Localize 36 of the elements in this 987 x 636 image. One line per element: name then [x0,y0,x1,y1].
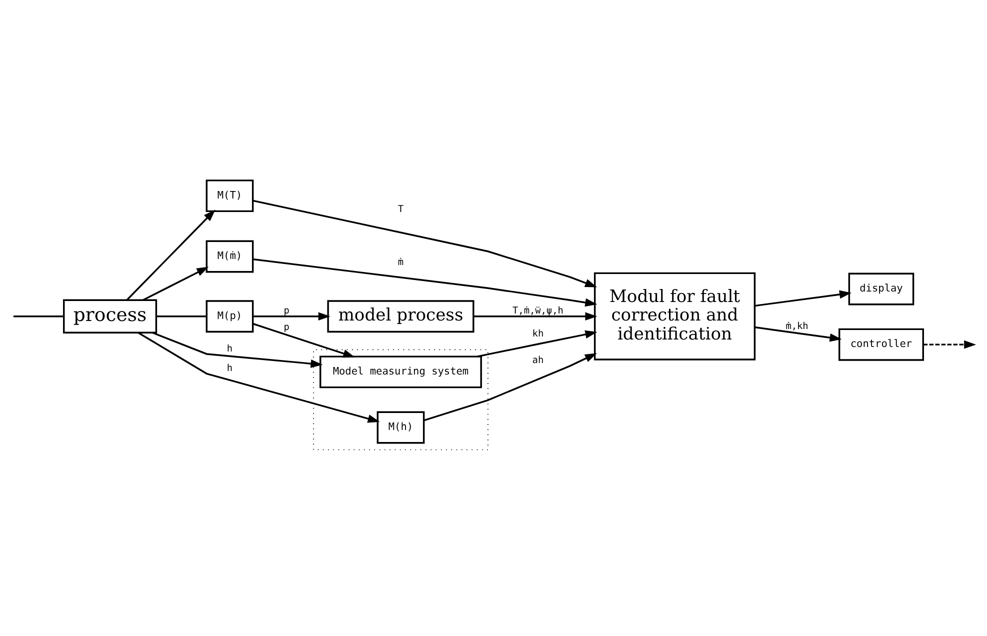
node-box: model process [327,300,474,332]
node-box: M(T) [206,179,254,212]
arrow [754,326,842,342]
node-box: Modul for fault correction and identification [594,272,756,360]
node-box: M(ṁ) [206,240,254,272]
edge-label: p [284,321,290,332]
node-box: controller [838,328,924,360]
arrow [126,209,216,300]
arrow [252,258,598,306]
edge-label: ah [532,354,544,366]
arrow [138,331,380,422]
connector [14,315,64,317]
node-box: display [848,272,914,305]
arrow [152,331,323,368]
edge-label: ṁ [398,256,404,268]
arrow [754,290,852,306]
arrow [142,266,209,300]
edge-label: p [284,305,290,316]
edge-label: T,ṁ,ẅ,ψ,h [512,305,564,316]
arrow [923,340,976,348]
edge-label: h [226,362,233,374]
node-box: process [63,298,158,333]
arrow [476,330,598,357]
connector [156,315,206,317]
edge-label: ṁ,kh [786,320,808,332]
edge-label: T [398,203,404,214]
arrow [424,352,597,421]
node-box: M(p) [206,300,254,332]
arrow [253,312,330,320]
node-box: Model measuring system [320,355,482,388]
node-box: M(h) [376,410,425,444]
arrow [252,199,598,287]
arrow [474,312,598,320]
arrow [252,322,356,358]
edge-label: h [226,342,233,354]
edge-label: kh [532,328,544,340]
